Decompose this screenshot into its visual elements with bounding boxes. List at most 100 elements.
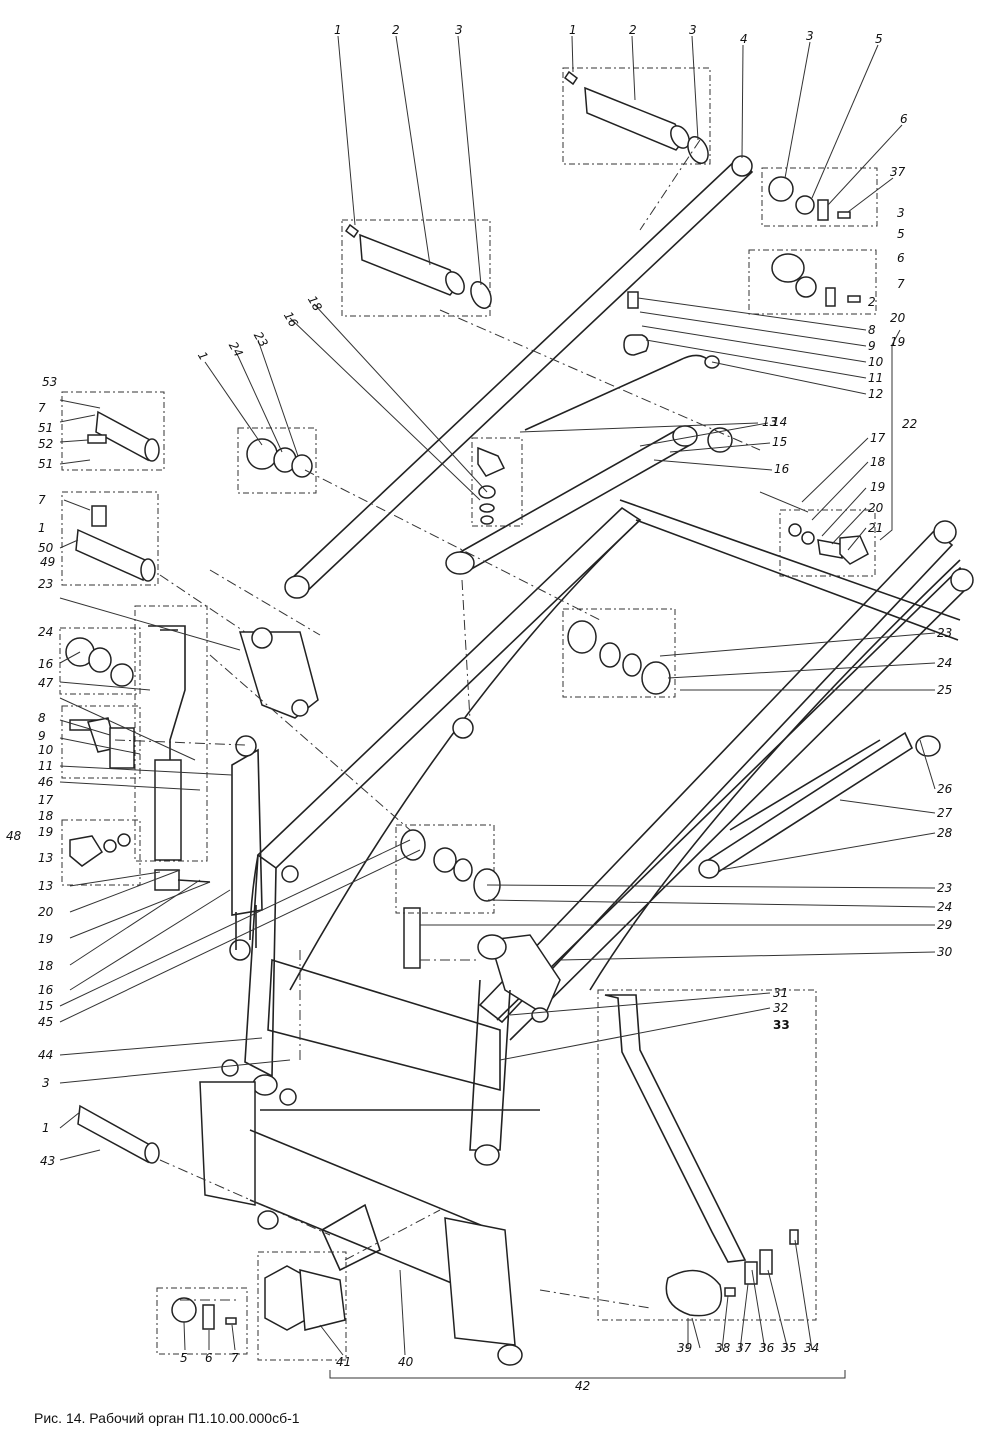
callout: 10 [868, 355, 884, 369]
callout: 32 [773, 1001, 788, 1015]
callout: 10 [38, 743, 54, 757]
callout: 49 [40, 555, 55, 569]
callout-labels: 1 2 3 1 2 3 4 3 5 6 37 3 5 6 7 8 9 10 11… [6, 23, 953, 1393]
callout: 52 [38, 437, 53, 451]
attachment-frame [199, 1081, 540, 1366]
callout: 13 [38, 879, 53, 893]
callout: 40 [398, 1355, 414, 1369]
callout: 7 [897, 277, 905, 291]
bearing-set-upper-left [246, 438, 313, 478]
washer-group-box-1 [761, 167, 878, 227]
left-cylinder [148, 625, 263, 961]
callout: 19 [890, 335, 905, 349]
callout: 50 [38, 541, 54, 555]
callout: 18 [305, 293, 325, 314]
pin-box-53 [61, 391, 165, 471]
callout: 30 [937, 945, 953, 959]
callout: 51 [38, 421, 53, 435]
fitting-parts [477, 291, 649, 525]
bearing-set-right [567, 620, 671, 695]
callout: 5 [180, 1351, 188, 1365]
callout: 18 [38, 809, 54, 823]
callout: 19 [870, 480, 885, 494]
part-41 [264, 1265, 346, 1331]
callout: 7 [38, 493, 46, 507]
leader-lines [59, 35, 936, 1379]
washer-set-bottom [171, 1297, 237, 1330]
callout: 19 [38, 932, 53, 946]
bearing-box-center [395, 824, 495, 914]
callout: 2 [629, 23, 637, 37]
fitting-13 [69, 833, 131, 867]
callout: 24 [38, 625, 53, 639]
callout: 36 [759, 1341, 775, 1355]
bearing-box-upper-left [237, 427, 317, 494]
bearing-set-left [65, 637, 134, 687]
upper-arm [284, 155, 754, 599]
bearing-set-center [400, 829, 501, 902]
callout: 11 [38, 759, 53, 773]
callout: 13 [38, 851, 53, 865]
callout: 6 [205, 1351, 213, 1365]
lower-arm-right [478, 520, 974, 1041]
figure-caption: Рис. 14. Рабочий орган П1.10.00.000сб-1 [34, 1410, 300, 1426]
washer-box-bottom [156, 1287, 248, 1355]
fitting-box-13 [61, 819, 141, 886]
callout: 29 [937, 918, 952, 932]
callout: 3 [806, 29, 814, 43]
washer-group-box-2 [748, 249, 877, 315]
fitting-box-right [779, 509, 876, 577]
callout: 21 [868, 521, 883, 535]
washer-set-2 [771, 253, 861, 307]
callout: 14 [772, 415, 787, 429]
callout: 20 [868, 501, 884, 515]
callout: 31 [773, 986, 788, 1000]
pin-box-50 [61, 491, 159, 586]
callout: 42 [575, 1379, 590, 1393]
bearing-box-left [59, 627, 141, 695]
pin-43 [77, 1059, 297, 1164]
callout: 26 [937, 782, 953, 796]
callout: 8 [868, 323, 876, 337]
callout: 6 [897, 251, 905, 265]
callout: 45 [38, 1015, 53, 1029]
callout: 7 [38, 401, 46, 415]
callout: 38 [715, 1341, 731, 1355]
callout: 28 [937, 826, 953, 840]
callout: 41 [336, 1355, 351, 1369]
callout: 47 [38, 676, 54, 690]
callout: 17 [870, 431, 886, 445]
callout: 18 [38, 959, 54, 973]
callout: 23 [251, 329, 271, 349]
callout: 37 [736, 1341, 752, 1355]
callout: 1 [569, 23, 577, 37]
pin-group-box-left [341, 219, 491, 317]
pin-assembly-left [344, 223, 492, 309]
right-cylinder [698, 731, 941, 879]
mount-bracket [238, 627, 319, 719]
callout: 1 [334, 23, 342, 37]
callout: 24 [226, 339, 246, 359]
pin-group-box-right [562, 67, 711, 165]
assembly-lines [114, 139, 761, 1309]
callout: 1 [195, 349, 211, 363]
bearing-box-right [562, 608, 676, 698]
callout: 33 [773, 1018, 790, 1032]
callout: 53 [42, 375, 57, 389]
callout: 2 [392, 23, 400, 37]
callout: 1 [42, 1121, 50, 1135]
callout: 37 [890, 165, 906, 179]
hose-box-left [134, 605, 208, 862]
callout: 35 [781, 1341, 796, 1355]
callout: 15 [772, 435, 787, 449]
callout: 23 [937, 626, 952, 640]
washer-set-1 [768, 176, 851, 221]
fitting-box-8-11 [61, 705, 141, 779]
part-41-box [257, 1251, 347, 1361]
callout: 23 [38, 577, 53, 591]
callout: 15 [38, 999, 53, 1013]
pin-53 [87, 410, 160, 462]
callout: 39 [677, 1341, 692, 1355]
callout: 5 [875, 32, 883, 46]
